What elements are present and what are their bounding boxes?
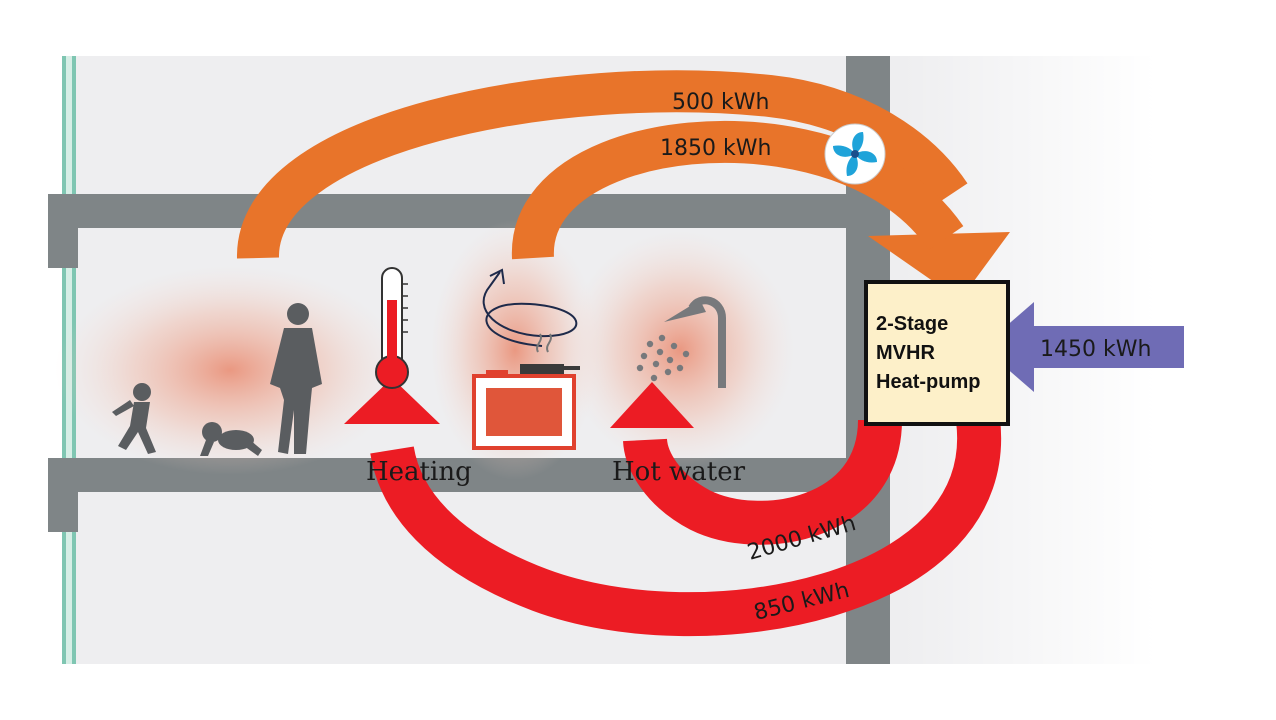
label-input: 1450 kWh bbox=[1040, 337, 1151, 362]
stove-icon bbox=[472, 333, 580, 450]
label-exhaust-top: 500 kWh bbox=[672, 90, 769, 115]
label-hot-water: Hot water bbox=[612, 457, 746, 487]
exhaust-arrow-outer bbox=[236, 70, 1010, 300]
supply-arrow-outer bbox=[344, 378, 1002, 637]
unit-line-3: Heat-pump bbox=[876, 371, 980, 393]
baby-silhouette bbox=[200, 422, 262, 456]
ceiling-slab-end bbox=[48, 194, 78, 268]
label-heating: Heating bbox=[366, 457, 472, 487]
label-exhaust-inner: 1850 kWh bbox=[660, 136, 771, 161]
adult-silhouette bbox=[270, 303, 322, 454]
thermometer-icon bbox=[375, 267, 409, 389]
ceiling-slab bbox=[48, 194, 890, 228]
cooking-steam-swirl bbox=[482, 268, 578, 347]
floor-slab-end bbox=[48, 458, 78, 532]
heat-pump-unit: 2-Stage MVHR Heat-pump bbox=[864, 280, 1010, 426]
shower-icon bbox=[636, 296, 726, 388]
supply-arrow-inner bbox=[610, 382, 902, 545]
unit-line-1: 2-Stage bbox=[876, 313, 948, 335]
exhaust-arrow-inner bbox=[511, 120, 964, 260]
fan-icon bbox=[824, 123, 886, 185]
unit-line-2: MVHR bbox=[876, 342, 935, 364]
child-silhouette bbox=[112, 383, 156, 454]
